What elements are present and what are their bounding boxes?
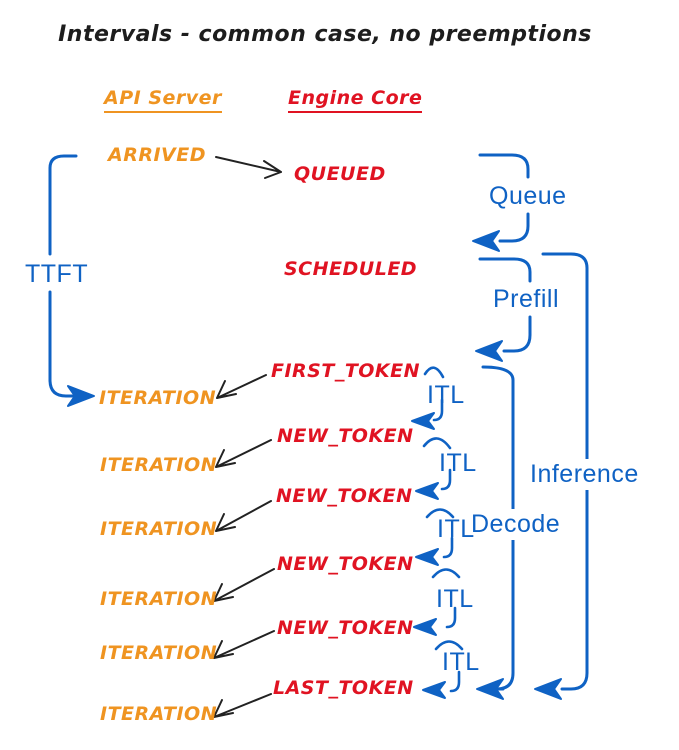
- column-header-engine-core: Engine Core: [288, 89, 423, 113]
- itl-arrowhead-4: [413, 618, 437, 636]
- queue-bracket-bottom: [498, 212, 530, 243]
- event-last-token: LAST_TOKEN: [273, 677, 414, 699]
- ttft-bracket-top: [48, 154, 78, 256]
- itl-hook-3: [425, 508, 455, 519]
- interval-itl-label-2: ITL: [439, 449, 477, 477]
- queue-bracket-top: [478, 153, 530, 179]
- diagram-title: Intervals - common case, no preemptions: [58, 22, 592, 47]
- interval-inference-label: Inference: [528, 459, 641, 490]
- prefill-bracket-top: [478, 257, 532, 283]
- itl-hook-1: [423, 366, 445, 379]
- itl-hook-2: [422, 437, 452, 450]
- decode-bracket: [481, 365, 515, 691]
- ttft-arrowhead: [67, 385, 95, 407]
- event-arrived: ARRIVED: [108, 144, 206, 166]
- interval-itl-label-5: ITL: [442, 648, 480, 676]
- event-iteration-4: ITERATION: [100, 588, 218, 610]
- itl-return-1: [432, 398, 444, 422]
- first-token-to-iteration-arrow: [216, 374, 267, 399]
- new-token4-to-iteration-arrow: [213, 630, 275, 659]
- ttft-bracket-bottom: [48, 290, 76, 398]
- event-new-token-2: NEW_TOKEN: [276, 485, 413, 507]
- itl-arrowhead-2: [415, 482, 439, 500]
- new-token2-to-iteration-arrow: [215, 500, 272, 532]
- itl-return-4: [445, 606, 457, 629]
- interval-prefill-label: Prefill: [493, 285, 560, 313]
- inference-arrowhead: [534, 678, 562, 700]
- new-token3-to-iteration-arrow: [213, 568, 275, 602]
- interval-decode-label: Decode: [469, 509, 563, 540]
- event-queued: QUEUED: [294, 163, 386, 185]
- itl-arrowhead-5: [422, 681, 446, 699]
- itl-return-5: [449, 670, 461, 693]
- new-token1-to-iteration-arrow: [215, 439, 272, 468]
- event-iteration-5: ITERATION: [100, 642, 218, 664]
- itl-arrowhead-3: [415, 548, 439, 566]
- decode-arrowhead: [476, 678, 504, 700]
- event-iteration-6: ITERATION: [100, 703, 218, 725]
- itl-arrowhead-1: [411, 412, 435, 430]
- event-iteration-1: ITERATION: [99, 387, 217, 409]
- interval-ttft-label: TTFT: [25, 260, 89, 288]
- interval-itl-label-1: ITL: [427, 381, 465, 409]
- last-token-to-iteration-arrow: [213, 693, 272, 718]
- event-new-token-3: NEW_TOKEN: [277, 553, 414, 575]
- prefill-bracket-bottom: [502, 315, 532, 353]
- itl-return-3: [442, 536, 454, 559]
- event-new-token-4: NEW_TOKEN: [277, 617, 414, 639]
- column-header-api-server: API Server: [104, 89, 222, 113]
- queue-arrowhead: [472, 230, 500, 252]
- itl-hook-4: [431, 568, 461, 579]
- event-scheduled: SCHEDULED: [284, 258, 418, 280]
- interval-itl-label-4: ITL: [436, 585, 474, 613]
- interval-itl-label-3: ITL: [437, 515, 475, 543]
- itl-return-2: [440, 468, 452, 491]
- itl-hook-5: [434, 640, 464, 651]
- event-iteration-2: ITERATION: [100, 454, 218, 476]
- event-first-token: FIRST_TOKEN: [271, 360, 421, 382]
- prefill-arrowhead: [475, 340, 503, 362]
- arrived-to-queued-arrow: [215, 156, 282, 179]
- event-iteration-3: ITERATION: [100, 518, 218, 540]
- event-new-token-1: NEW_TOKEN: [277, 425, 414, 447]
- interval-queue-label: Queue: [489, 182, 567, 210]
